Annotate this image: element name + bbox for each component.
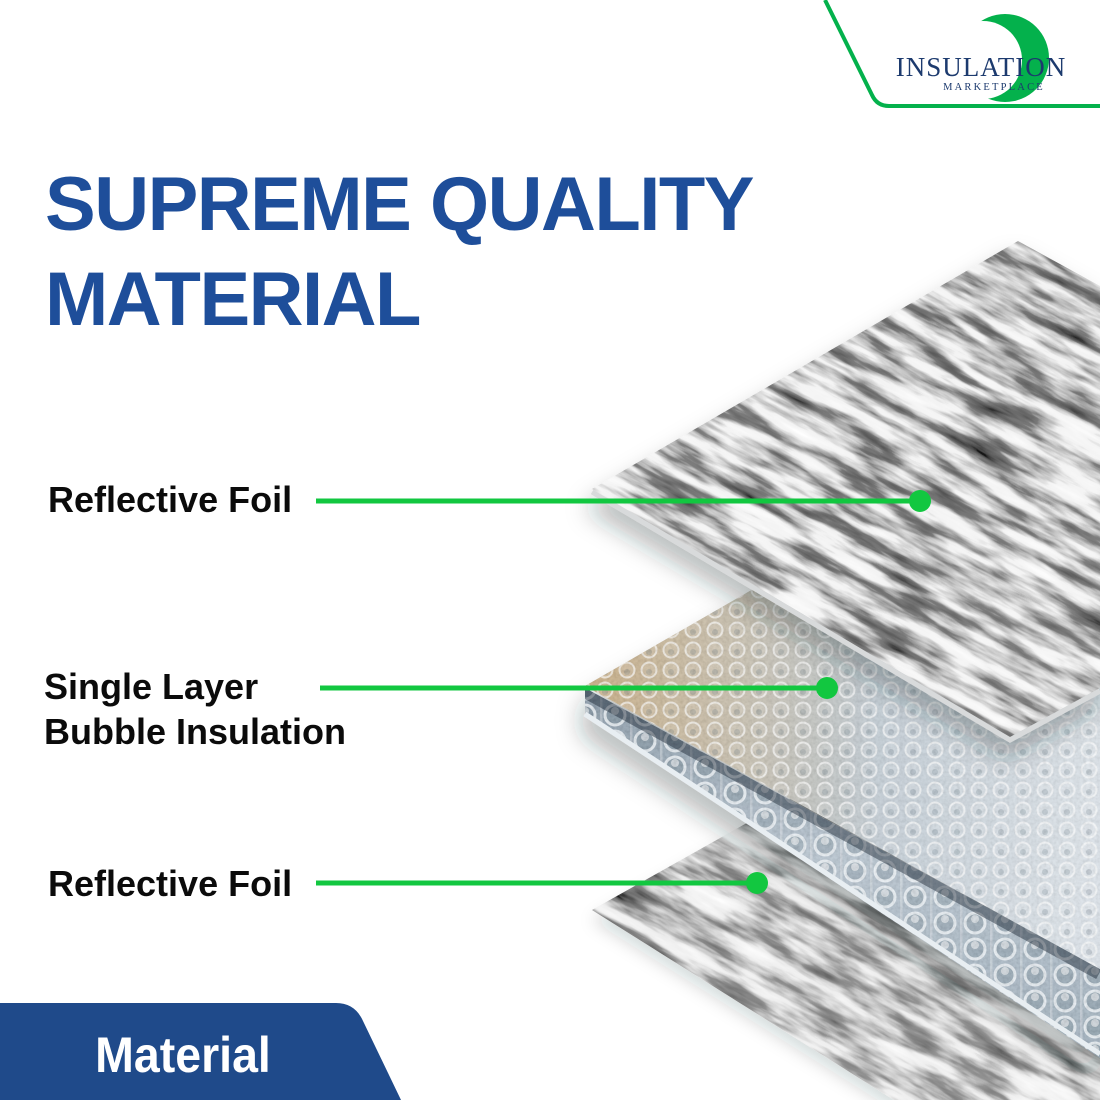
callout-dot-top: [909, 490, 931, 512]
callout-dot-bottom: [746, 872, 768, 894]
core-ridge-shadow: [585, 688, 1100, 980]
logo-name: INSULATION: [896, 52, 1066, 82]
callout-leaders: [316, 490, 931, 894]
logo-swoosh-icon: [944, 14, 1049, 102]
callout-leader-bottom: [316, 872, 768, 894]
label-reflective-foil-top: Reflective Foil: [48, 477, 292, 522]
label-bubble-insulation-line2: Bubble Insulation: [44, 711, 346, 752]
material-badge: Material: [0, 1003, 401, 1100]
label-bubble-insulation-line1: Single Layer: [44, 666, 259, 707]
logo-frame-border: [823, 0, 1100, 108]
label-reflective-foil-bottom-text: Reflective Foil: [48, 863, 293, 904]
logo-tagline: MARKETPLACE: [943, 82, 1045, 93]
page-title-line2: MATERIAL: [45, 257, 421, 342]
page-title-line1: SUPREME QUALITY: [45, 162, 755, 247]
material-badge-shape: [0, 1003, 401, 1100]
logo-swoosh-cutout: [944, 21, 1022, 99]
label-reflective-foil-top-text: Reflective Foil: [48, 479, 293, 520]
label-reflective-foil-bottom: Reflective Foil: [48, 861, 292, 906]
page-title: SUPREME QUALITY MATERIAL: [45, 157, 755, 347]
top-foil-edge-highlight: [590, 489, 1100, 743]
core-bottom-edge-highlight: [583, 711, 1100, 1057]
callout-leader-top: [316, 490, 931, 512]
logo: INSULATION MARKETPLACE: [823, 0, 1100, 108]
callout-dot-middle: [816, 677, 838, 699]
material-badge-label: Material: [95, 1027, 271, 1083]
callout-leader-middle: [320, 677, 838, 699]
